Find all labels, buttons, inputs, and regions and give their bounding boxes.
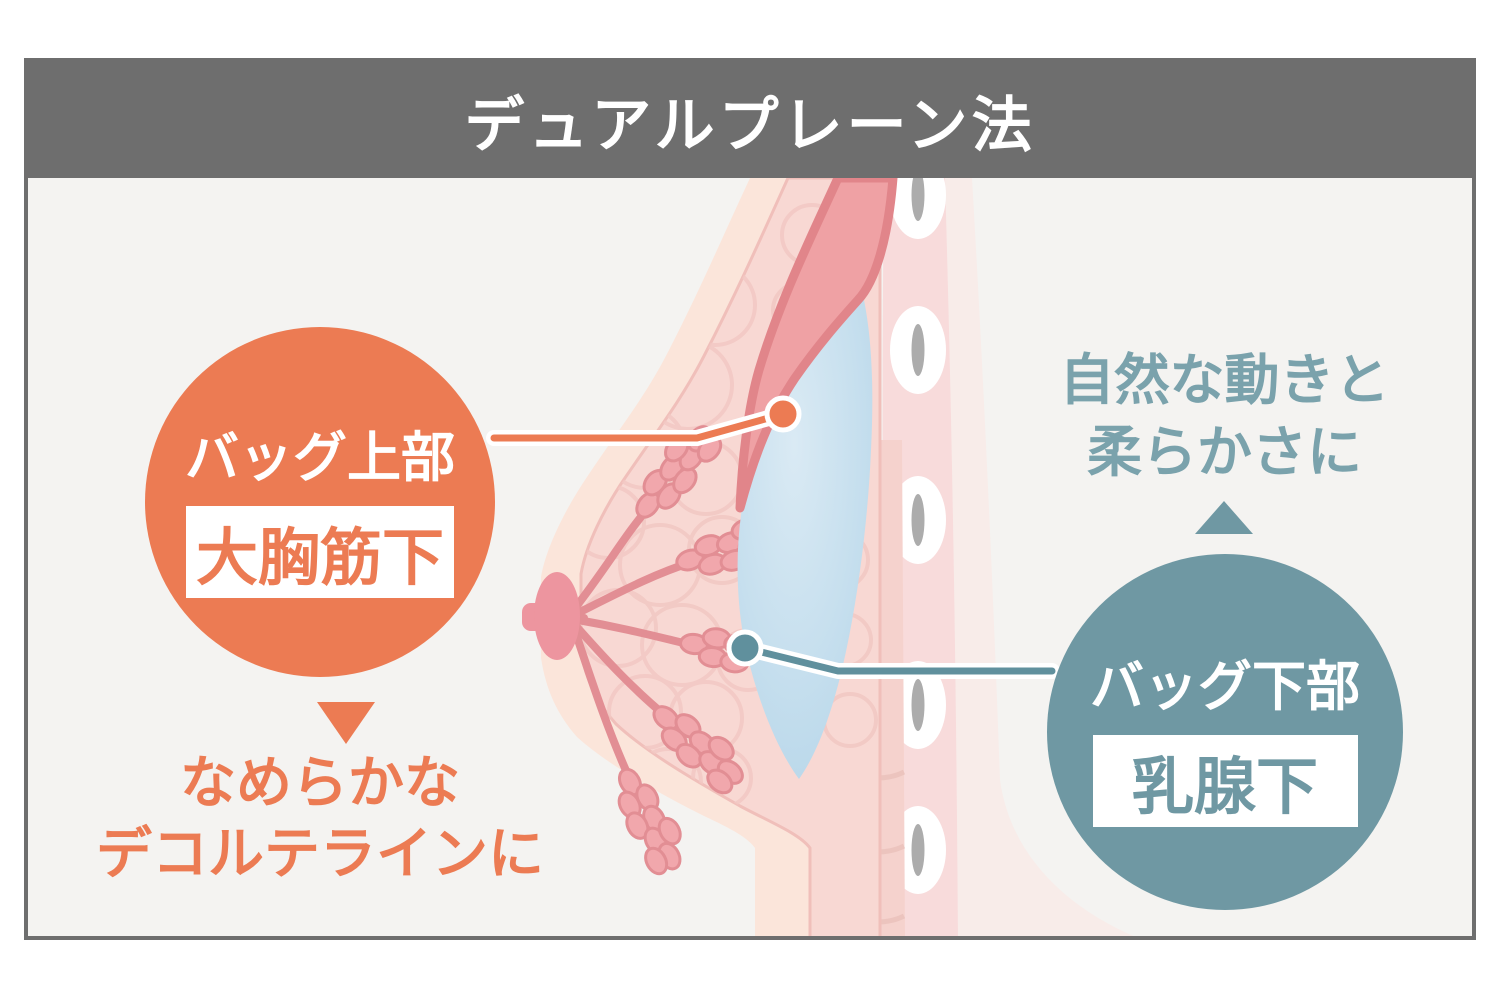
title-bar: デュアルプレーン法	[28, 62, 1472, 178]
page-title: デュアルプレーン法	[464, 90, 1036, 161]
upper-benefit-line-2: デコルテラインに	[96, 822, 544, 887]
upper-callout-bubble: バッグ上部 大胸筋下	[145, 327, 495, 677]
upper-placement-box: 大胸筋下	[186, 506, 454, 598]
lower-placement-box: 乳腺下	[1092, 735, 1358, 827]
triangle-up-icon	[1195, 501, 1253, 534]
chest-wall-back-layer	[945, 178, 1134, 936]
upper-benefit-line-1: なめらかな	[180, 751, 460, 816]
lower-benefit-note: 自然な動きと 柔らかさに	[952, 344, 1497, 488]
lower-benefit-line-2: 柔らかさに	[1086, 420, 1362, 484]
pectoral-muscle	[735, 178, 898, 513]
upper-placement-label: 大胸筋下	[195, 521, 444, 594]
lower-placement-label: 乳腺下	[1131, 750, 1318, 823]
lower-benefit-line-1: 自然な動きと	[1059, 348, 1390, 412]
diagram-panel: バッグ上部 大胸筋下 なめらかな デコルテラインに 自然な動きと 柔らかさに バ…	[28, 178, 1472, 936]
nipple	[522, 572, 580, 660]
lower-callout-heading: バッグ下部	[1090, 655, 1360, 718]
rib-cage-band	[882, 178, 958, 936]
leader-dot-icon	[764, 395, 802, 433]
upper-leader-line	[486, 395, 802, 446]
anatomy-illustration	[486, 178, 1134, 936]
upper-benefit-note: なめらかな デコルテラインに	[20, 748, 620, 890]
diagram-frame: デュアルプレーン法	[24, 58, 1476, 940]
lower-callout-bubble: バッグ下部 乳腺下	[1047, 554, 1403, 910]
upper-callout-heading: バッグ上部	[185, 426, 455, 489]
triangle-down-icon	[317, 702, 375, 744]
leader-dot-icon	[726, 629, 764, 667]
lower-leader-line	[726, 629, 1060, 679]
